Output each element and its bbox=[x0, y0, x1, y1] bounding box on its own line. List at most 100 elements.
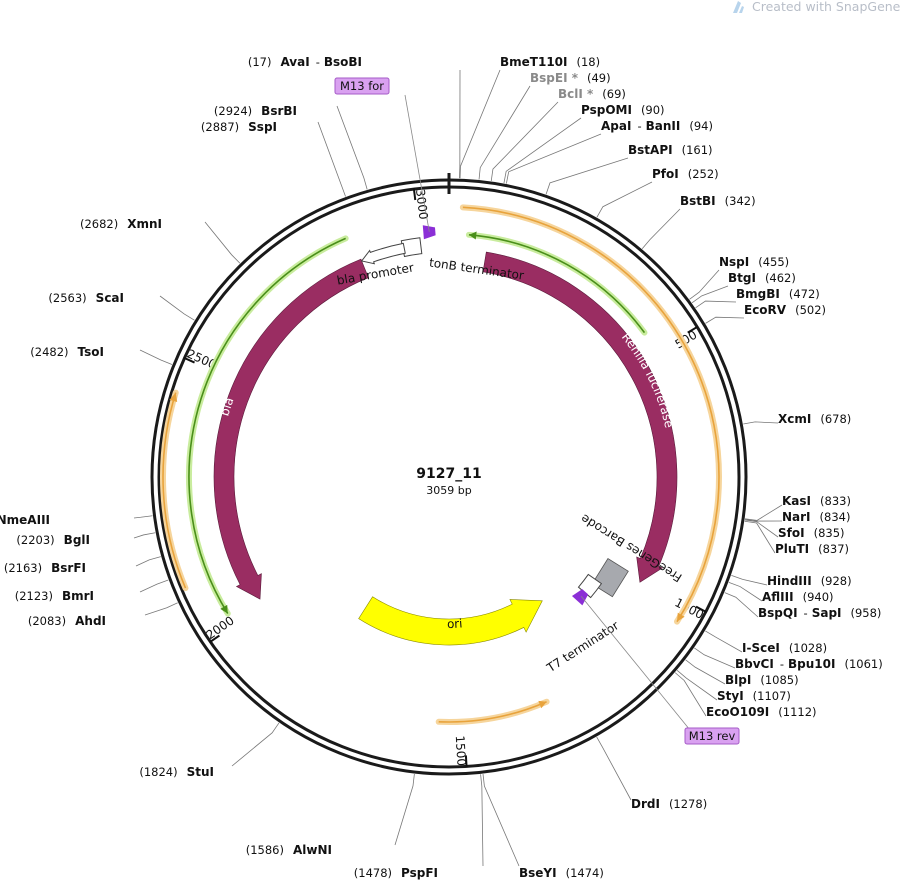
tick-label: 3000 bbox=[413, 188, 431, 220]
site-position: (1061) bbox=[844, 657, 882, 671]
site-position: (1474) bbox=[566, 866, 604, 880]
site-position: (2123) bbox=[15, 589, 53, 603]
site-name: NarI bbox=[782, 510, 811, 524]
site-leader-line bbox=[490, 101, 559, 182]
site-leader-line bbox=[545, 157, 629, 195]
site-name: EcoO109I bbox=[706, 705, 769, 719]
site-label: XcmI (678) bbox=[778, 412, 851, 426]
site-label: (2482)TsoI bbox=[30, 345, 104, 359]
terminator-box bbox=[400, 237, 423, 258]
tick-mark bbox=[208, 634, 220, 644]
site-name: NspI bbox=[719, 255, 749, 269]
site-name-alt: BanII bbox=[646, 119, 681, 133]
site-label: PfoI(252) bbox=[652, 167, 719, 181]
site-position: (1478) bbox=[354, 866, 392, 880]
primer-leader-line bbox=[580, 595, 691, 731]
promoter-arrow bbox=[360, 242, 406, 265]
site-position: (472) bbox=[789, 287, 820, 301]
orf-arrowhead bbox=[676, 612, 685, 622]
site-label: BlpI (1085) bbox=[725, 673, 799, 687]
terminator-label: T7 terminator bbox=[544, 618, 622, 675]
site-name: BbvCI bbox=[735, 657, 774, 671]
site-label: BseYI(1474) bbox=[519, 866, 604, 880]
site-name: NmeAIII bbox=[0, 513, 50, 527]
site-position: (1278) bbox=[669, 797, 707, 811]
site-label: EcoO109I (1112) bbox=[706, 705, 817, 719]
site-leader-line bbox=[695, 300, 737, 309]
site-position: (94) bbox=[689, 119, 713, 133]
orf-line bbox=[188, 237, 346, 614]
site-label: BtgI (462) bbox=[728, 271, 796, 285]
plasmid-center-label: 9127_11 3059 bp bbox=[416, 466, 481, 497]
site-label: ApaI-BanII(94) bbox=[601, 119, 713, 133]
site-name: KasI bbox=[782, 494, 811, 508]
site-name-alt: BsoBI bbox=[324, 55, 362, 69]
site-label: (2163)BsrFI bbox=[4, 561, 86, 575]
primer-label-box bbox=[684, 727, 740, 745]
primer-arrow bbox=[571, 589, 589, 606]
site-label: PspOMI(90) bbox=[581, 103, 665, 117]
orf-arrowhead bbox=[538, 700, 547, 709]
site-leader-line bbox=[503, 117, 582, 184]
site-name: PspFI bbox=[401, 866, 438, 880]
site-leader-line bbox=[676, 669, 718, 701]
site-leader-line bbox=[144, 602, 178, 616]
site-name: BtgI bbox=[728, 271, 756, 285]
site-name: BsrBI bbox=[261, 104, 297, 118]
site-position: (462) bbox=[765, 271, 796, 285]
site-name: SfoI bbox=[778, 526, 805, 540]
site-leader-line bbox=[480, 774, 484, 867]
orf-line bbox=[462, 206, 720, 623]
site-name: BsrFI bbox=[51, 561, 86, 575]
site-label: BstAPI(161) bbox=[628, 143, 713, 157]
site-position: (1085) bbox=[760, 673, 798, 687]
site-leader-line bbox=[596, 181, 653, 218]
site-name: I-SceI bbox=[742, 641, 780, 655]
site-label: BclI *(69) bbox=[558, 87, 626, 101]
site-leader-line bbox=[691, 285, 729, 304]
site-position: (833) bbox=[820, 494, 851, 508]
site-label: BmeT110I(18) bbox=[500, 55, 600, 69]
site-leader-line bbox=[482, 774, 520, 867]
site-name: BlpI bbox=[725, 673, 751, 687]
feature-label: bla bbox=[217, 396, 236, 418]
site-position: (1112) bbox=[778, 705, 816, 719]
site-leader-line bbox=[139, 349, 173, 365]
site-label: StyI(1107) bbox=[717, 689, 791, 703]
site-name: PluTI bbox=[775, 542, 809, 556]
site-label: (1478) PspFI bbox=[354, 866, 438, 880]
site-name-alt: Bpu10I bbox=[788, 657, 835, 671]
site-label: (1586)AlwNI bbox=[246, 843, 332, 857]
site-position: (502) bbox=[795, 303, 826, 317]
site-name-separator: - bbox=[637, 119, 641, 133]
site-leader-line bbox=[731, 575, 768, 586]
site-position: (1824) bbox=[139, 765, 177, 779]
site-leader-line bbox=[743, 421, 779, 425]
site-position: (678) bbox=[820, 412, 851, 426]
site-leader-line bbox=[204, 221, 241, 264]
site-position: (18) bbox=[577, 55, 601, 69]
site-leader-line bbox=[478, 85, 531, 180]
feature-ori-arrow bbox=[358, 596, 543, 646]
site-position: (834) bbox=[820, 510, 851, 524]
site-leader-line bbox=[641, 208, 681, 250]
site-label: SfoI(835) bbox=[778, 526, 845, 540]
site-label: (2682)XmnI bbox=[80, 217, 162, 231]
watermark: Created with SnapGene® bbox=[733, 0, 902, 14]
snapgene-logo-icon bbox=[733, 1, 744, 13]
site-leader-line bbox=[705, 630, 743, 653]
site-position: (90) bbox=[641, 103, 665, 117]
site-leader-line bbox=[744, 518, 783, 522]
feature-label: ori bbox=[447, 616, 463, 631]
site-leader-line bbox=[231, 722, 280, 767]
site-name-separator: - bbox=[804, 606, 808, 620]
backbone bbox=[150, 173, 748, 776]
site-leader-line bbox=[159, 295, 195, 321]
site-name: XcmI bbox=[778, 412, 811, 426]
site-position: (252) bbox=[688, 167, 719, 181]
site-leader-line bbox=[689, 269, 720, 300]
site-leader-line bbox=[694, 647, 736, 669]
plasmid-name: 9127_11 bbox=[416, 466, 481, 482]
site-leader-line bbox=[336, 105, 368, 190]
